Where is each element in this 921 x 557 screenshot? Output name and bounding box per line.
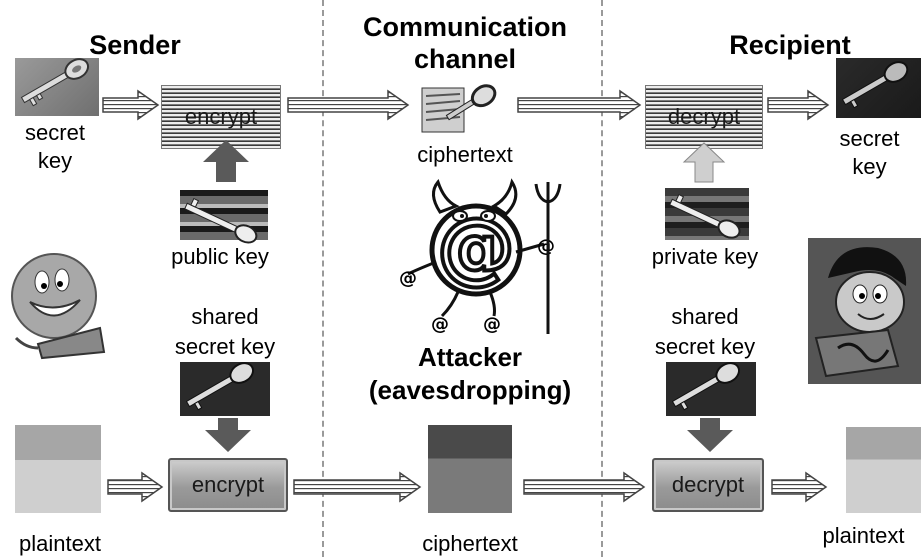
key-icon — [669, 193, 741, 239]
private-key-image — [665, 188, 749, 240]
left-shared-key-image — [180, 362, 270, 416]
arrow-decrypt-to-recipient-key — [767, 89, 830, 121]
top-decrypt-label: decrypt — [667, 104, 741, 129]
svg-text:@: @ — [537, 236, 555, 257]
private-key-label: private key — [651, 244, 759, 269]
key-icon — [184, 197, 258, 244]
right-plaintext-label: plaintext — [822, 523, 905, 548]
bottom-ciphertext-label: ciphertext — [422, 531, 518, 556]
right-channel-divider — [601, 0, 603, 557]
arrow-shared-key-down-right — [687, 418, 733, 452]
left-plaintext-label: plaintext — [19, 531, 101, 556]
arrow-decrypt-to-plaintext — [771, 471, 828, 503]
sender-person-image — [8, 248, 108, 360]
right-plaintext-document — [846, 427, 921, 513]
arrow-encrypt-to-channel — [287, 89, 410, 121]
right-shared-key-label-line2: secret key — [654, 334, 756, 359]
recipient-secret-key-label-line1: secret — [839, 126, 900, 151]
sender-secret-key-label-line1: secret — [25, 120, 85, 145]
top-decrypt-box: decrypt — [645, 85, 763, 149]
bottom-encrypt-box: encrypt — [168, 458, 288, 512]
key-icon — [185, 362, 255, 411]
top-ciphertext-label: ciphertext — [417, 142, 513, 167]
key-icon — [671, 362, 741, 411]
cartoon-laptop-icon — [814, 247, 907, 378]
channel-heading-line2: channel — [413, 44, 517, 74]
arrow-shared-key-down-left — [205, 418, 251, 452]
arrow-encrypt-to-ciphertext — [293, 471, 422, 503]
left-plaintext-document — [15, 425, 101, 513]
right-shared-key-label-line1: shared — [671, 304, 739, 329]
document-icon — [421, 84, 497, 133]
recipient-secret-key-image — [836, 58, 921, 118]
smiley-laptop-icon — [11, 253, 106, 360]
public-key-label: public key — [171, 244, 269, 269]
svg-text:@: @ — [399, 268, 417, 289]
attacker-label-line1: Attacker — [417, 342, 523, 372]
key-icon — [20, 58, 90, 107]
arrow-plaintext-to-encrypt — [107, 471, 164, 503]
arrow-ciphertext-to-decrypt — [523, 471, 646, 503]
left-channel-divider — [322, 0, 324, 557]
bottom-ciphertext-document — [428, 425, 512, 513]
attacker-devil-image: @ @ @ @ @ — [398, 178, 568, 336]
left-shared-key-label-line1: shared — [191, 304, 259, 329]
right-shared-key-image — [666, 362, 756, 416]
bottom-decrypt-box: decrypt — [652, 458, 764, 512]
bottom-decrypt-label: decrypt — [671, 472, 745, 497]
recipient-person-image — [808, 238, 921, 384]
top-ciphertext-image — [418, 78, 506, 138]
sender-secret-key-label-line2: key — [37, 148, 73, 173]
recipient-secret-key-label-line2: key — [852, 154, 887, 179]
sender-heading: Sender — [89, 30, 181, 60]
devil-at-sign-icon: @ @ @ @ @ — [399, 178, 562, 335]
left-shared-key-label-line2: secret key — [174, 334, 276, 359]
attacker-label-line2: (eavesdropping) — [368, 375, 572, 405]
top-encrypt-label: encrypt — [184, 104, 258, 129]
key-icon — [841, 61, 909, 109]
svg-text:@: @ — [431, 314, 449, 335]
sender-secret-key-image — [15, 58, 99, 116]
svg-text:@: @ — [483, 314, 501, 335]
arrow-channel-to-decrypt — [517, 89, 642, 121]
recipient-heading: Recipient — [729, 30, 851, 60]
svg-text:@: @ — [437, 203, 515, 293]
public-key-image — [180, 190, 268, 244]
bottom-encrypt-label: encrypt — [191, 472, 265, 497]
top-encrypt-box: encrypt — [161, 85, 281, 149]
channel-heading-line1: Communication — [362, 12, 567, 42]
arrow-sender-key-to-encrypt — [102, 89, 160, 121]
